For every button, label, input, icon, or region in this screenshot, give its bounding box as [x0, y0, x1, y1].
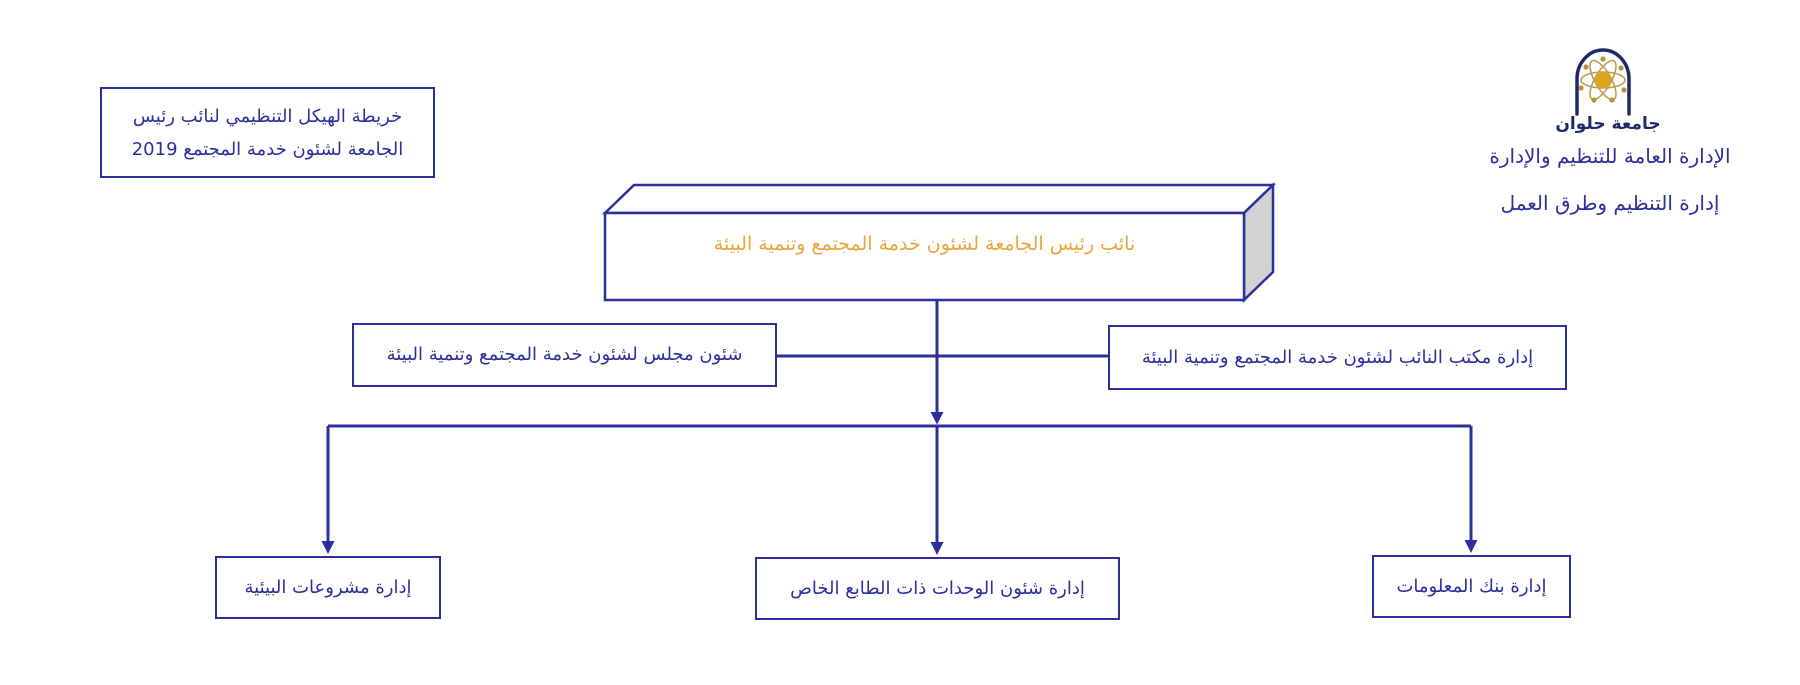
chart-title-line2: الجامعة لشئون خدمة المجتمع 2019 — [131, 138, 404, 160]
org-node-environmental-projects: إدارة مشروعات البيئية — [215, 556, 441, 619]
arrow-middle-icon — [930, 542, 944, 555]
org-node-label: إدارة بنك المعلومات — [1396, 575, 1547, 597]
root-3d-box — [601, 182, 1277, 303]
arrow-left-icon — [321, 541, 335, 554]
org-node-special-units-affairs: إدارة شئون الوحدات ذات الطابع الخاص — [755, 557, 1120, 620]
atom-nucleus-icon — [1595, 72, 1611, 88]
department-line2: إدارة التنظيم وطرق العمل — [1500, 191, 1720, 215]
arch-icon — [1575, 48, 1631, 116]
arrowheads — [321, 412, 1478, 555]
org-node-label: إدارة مكتب النائب لشئون خدمة المجتمع وتن… — [1141, 346, 1534, 368]
atom-electron-dots — [1578, 56, 1627, 103]
org-node-information-bank: إدارة بنك المعلومات — [1372, 555, 1571, 618]
arrow-to-distribution — [930, 412, 944, 425]
org-node-label: إدارة مشروعات البيئية — [244, 576, 412, 598]
chart-title-box: خريطة الهيكل التنظيمي لنائب رئيس الجامعة… — [100, 87, 435, 178]
chart-title-line1: خريطة الهيكل التنظيمي لنائب رئيس — [132, 105, 403, 127]
helwan-university-logo — [1575, 48, 1631, 116]
org-node-label: شئون مجلس لشئون خدمة المجتمع وتنمية البي… — [386, 344, 743, 365]
org-node-council-affairs: شئون مجلس لشئون خدمة المجتمع وتنمية البي… — [352, 323, 777, 387]
root-box-front-face — [603, 211, 1246, 302]
department-line1: الإدارة العامة للتنظيم والإدارة — [1489, 144, 1731, 168]
arrow-right-icon — [1464, 540, 1478, 553]
connector-lines — [326, 300, 1473, 544]
root-box-top-face — [601, 183, 1277, 215]
org-node-vp-office-admin: إدارة مكتب النائب لشئون خدمة المجتمع وتن… — [1108, 325, 1567, 390]
org-node-label: إدارة شئون الوحدات ذات الطابع الخاص — [790, 577, 1085, 599]
org-node-root-label: نائب رئيس الجامعة لشئون خدمة المجتمع وتن… — [713, 233, 1136, 255]
university-wordmark: جامعة حلوان — [1555, 114, 1661, 134]
